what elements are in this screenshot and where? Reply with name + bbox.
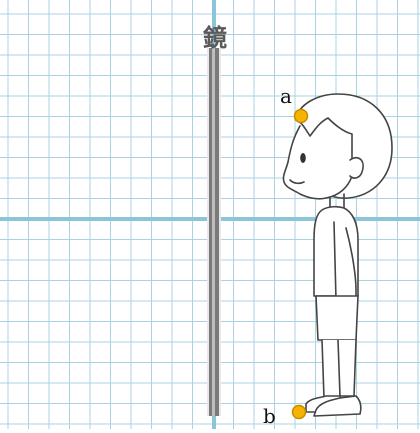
mirror-label: 鏡 bbox=[198, 18, 232, 53]
point-a-label: a bbox=[280, 84, 292, 108]
boy-figure bbox=[283, 94, 392, 416]
mirror-highlight bbox=[212, 48, 215, 416]
point-b-label: b bbox=[263, 404, 276, 428]
shorts bbox=[316, 296, 358, 340]
leg-front bbox=[338, 340, 356, 396]
eye bbox=[300, 153, 306, 163]
ear bbox=[350, 158, 363, 178]
mirror bbox=[207, 48, 221, 416]
point-b-marker bbox=[293, 406, 306, 419]
point-a-marker bbox=[295, 110, 308, 123]
